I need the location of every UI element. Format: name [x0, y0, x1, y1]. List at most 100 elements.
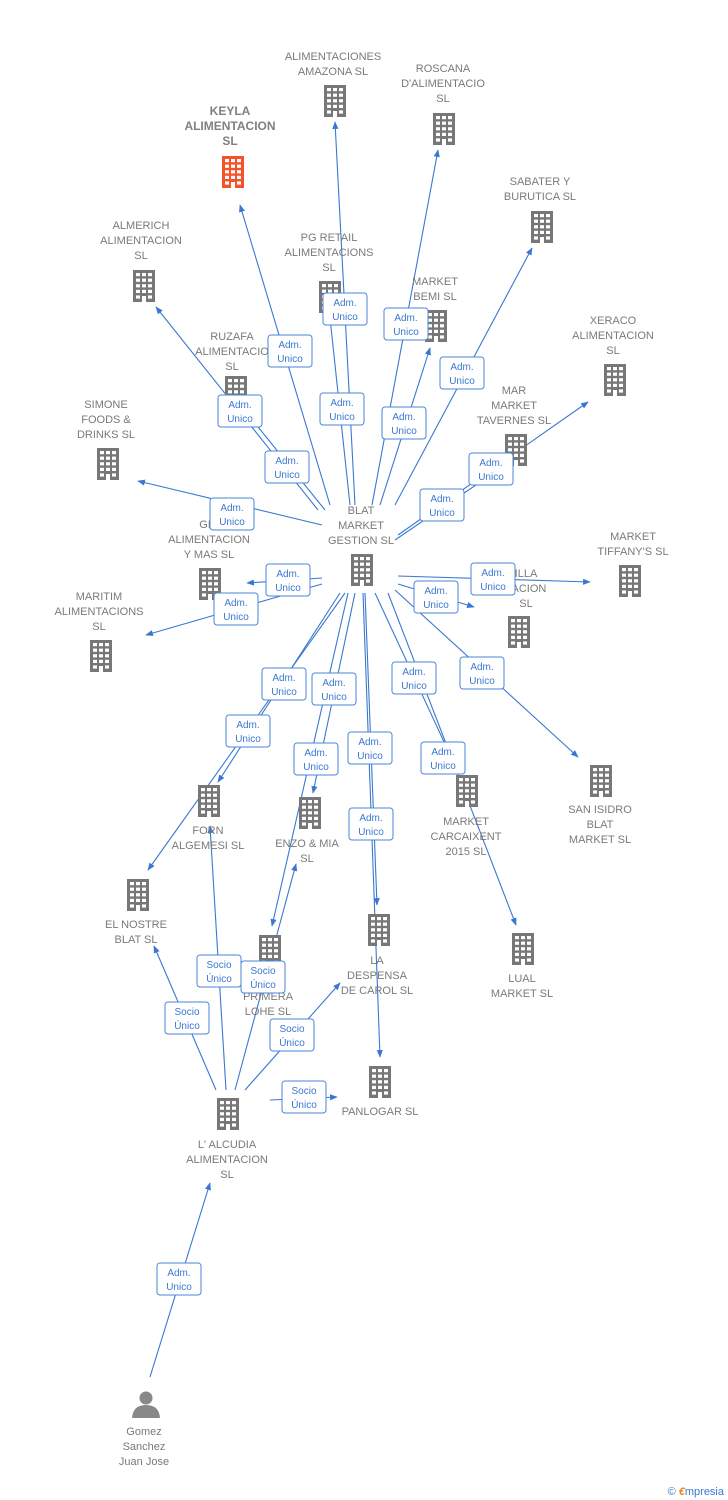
- node-label: MARKET: [491, 400, 537, 412]
- footer-brand[interactable]: © €mpresia: [668, 1486, 724, 1498]
- edge-label-blat-amazona[interactable]: Adm.Unico: [322, 292, 368, 326]
- node-label: TACION: [506, 583, 547, 595]
- edge-label-blat-villa[interactable]: Adm.Unico: [413, 580, 459, 614]
- edge-label-text: Adm.: [470, 662, 493, 673]
- edge-label-text: Adm.: [358, 737, 381, 748]
- edge-label-text: Unico: [393, 327, 419, 338]
- node-label: D'ALIMENTACIO: [401, 78, 485, 90]
- edge-label-blat-roscana[interactable]: Adm.Unico: [383, 307, 429, 341]
- edge-label-blat-despensa[interactable]: Adm. Unico: [347, 731, 393, 765]
- edge-label-blat-bemi[interactable]: Adm.Unico: [381, 406, 427, 440]
- edge-label-text: Adm.: [392, 412, 415, 423]
- node-label: SL: [220, 1169, 233, 1181]
- edge-label-blat-ruzafa[interactable]: Adm.Unico: [264, 450, 310, 484]
- edge-label-box: [225, 714, 271, 748]
- edge-label-box: [217, 394, 263, 428]
- node-label: MARKET: [610, 531, 656, 543]
- edge-label-text: Unico: [357, 751, 383, 762]
- building-icon: [433, 113, 455, 145]
- edge-label-text: Adm.: [236, 720, 259, 731]
- edge-label-blat-tiffany[interactable]: Adm.Unico: [470, 562, 516, 596]
- edge-label-blat-simone[interactable]: Adm.Unico: [209, 497, 255, 531]
- edge-label-box: [164, 1001, 210, 1035]
- edge-label-text: Unico: [469, 676, 495, 687]
- node-label: ENZO & MIA: [275, 838, 339, 850]
- node-label: SL: [92, 621, 105, 633]
- edge-label-box: [348, 807, 394, 841]
- edge-label-text: Único: [250, 978, 276, 991]
- node-label: ROSCANA: [416, 63, 471, 75]
- edge-label-box: [381, 406, 427, 440]
- edge-label-box: [267, 334, 313, 368]
- node-label: BURUTICA SL: [504, 191, 576, 203]
- edge-label-text: Unico: [449, 376, 475, 387]
- edge-label-blat-xeraco[interactable]: Adm.Unico: [468, 452, 514, 486]
- edge-label-text: Único: [279, 1036, 305, 1049]
- edge-label-box: [261, 667, 307, 701]
- node-label: ALIMENTACIONS: [284, 247, 373, 259]
- edge-label-box: [413, 580, 459, 614]
- node-label: GESTION SL: [328, 535, 394, 547]
- building-icon: [425, 310, 447, 342]
- edge-label-gomez-alcudia[interactable]: Adm.Unico: [156, 1262, 202, 1296]
- edge-label-blat-forn[interactable]: Adm.Unico: [261, 667, 307, 701]
- edge-label-blat-carcaixent[interactable]: Adm.Unico: [391, 661, 437, 695]
- edge-label-blat-sanisidro[interactable]: Adm. Unico: [459, 656, 505, 690]
- edge-label-blat-mar[interactable]: Adm.Unico: [419, 488, 465, 522]
- node-label: AMAZONA SL: [298, 66, 368, 78]
- edge-label-blat-sabater[interactable]: Adm.Unico: [439, 356, 485, 390]
- node-label: ALIMENTACION: [186, 1154, 268, 1166]
- edge-label-blat-primera[interactable]: Adm.Unico: [293, 742, 339, 776]
- edge-label-text: Adm.: [276, 569, 299, 580]
- edge-label-text: Adm.: [228, 400, 251, 411]
- edge-label-text: Adm.: [402, 667, 425, 678]
- node-label: BLAT: [587, 819, 614, 831]
- edge-label-text: Adm.: [304, 748, 327, 759]
- edge-label-text: Unico: [423, 600, 449, 611]
- edge-label-blat-pgretail[interactable]: Adm.Unico: [319, 392, 365, 426]
- node-panlogar[interactable]: PANLOGAR SL: [342, 1066, 419, 1118]
- edge-label-blat-giu[interactable]: Adm.Unico: [265, 563, 311, 597]
- edge-label-text: Adm.: [430, 494, 453, 505]
- edge-label-blat-enzo[interactable]: Adm.Unico: [311, 672, 357, 706]
- edge-label-blat-elnostre[interactable]: Adm.Unico: [225, 714, 271, 748]
- node-label: MARKET: [338, 520, 384, 532]
- edge-label-blat-panlogar[interactable]: Adm.Unico: [348, 807, 394, 841]
- edge-label-blat-maritim[interactable]: Adm.Unico: [213, 592, 259, 626]
- building-icon: [90, 640, 112, 672]
- edge-label-box: [209, 497, 255, 531]
- edge-label-blat-lual[interactable]: Adm.Unico: [420, 741, 466, 775]
- edge-label-blat-keyla[interactable]: Adm.Unico: [267, 334, 313, 368]
- node-label: FOODS &: [81, 414, 131, 426]
- edge-label-blat-almerich[interactable]: Adm.Unico: [217, 394, 263, 428]
